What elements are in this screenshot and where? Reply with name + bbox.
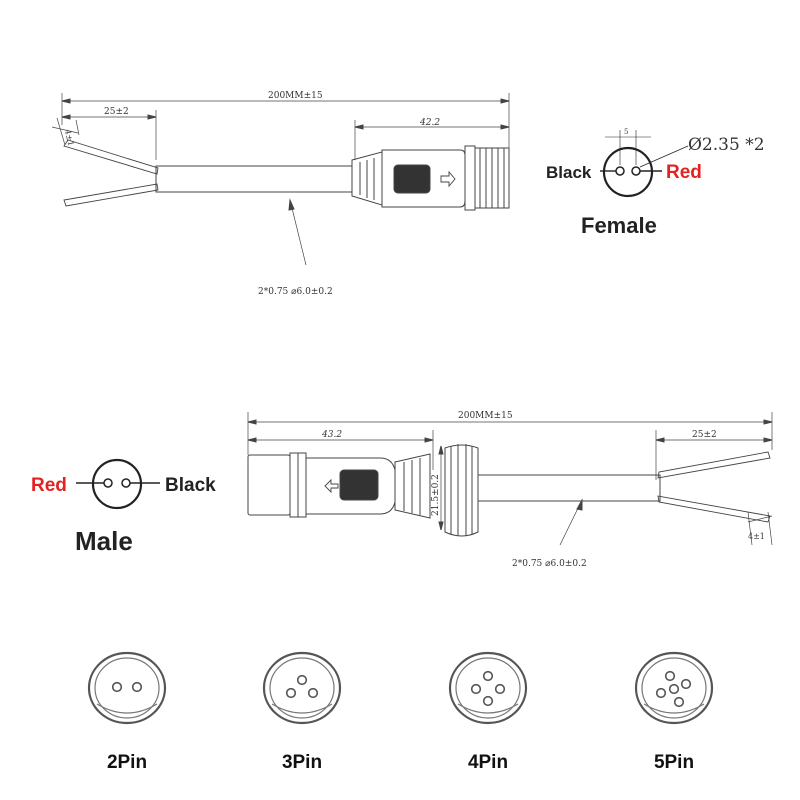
pin-variants: 2Pin 3Pin 4Pin 5Pin xyxy=(87,651,714,773)
pin-variant-label: 3Pin xyxy=(282,752,322,773)
pin-hole xyxy=(296,674,308,686)
pin-hole xyxy=(482,670,494,682)
pin-variant-3: 3Pin xyxy=(262,651,342,773)
pin-hole xyxy=(673,696,685,708)
male-cable-spec: 2*0.75 ⌀6.0±0.2 xyxy=(512,559,587,569)
female-face-diagram xyxy=(600,130,689,198)
female-tip-length: 4±1 xyxy=(63,129,75,147)
pin-hole xyxy=(470,683,482,695)
pin-variant-label: 2Pin xyxy=(107,752,147,773)
female-strip-length: 25±2 xyxy=(104,107,129,117)
male-cable-drawing xyxy=(247,412,773,546)
connector-key-arc xyxy=(457,703,519,714)
male-face-diagram xyxy=(76,458,160,510)
pin-variant-5: 5Pin xyxy=(634,651,714,773)
connector-key-arc xyxy=(271,703,333,714)
male-body-length: 43.2 xyxy=(321,430,342,440)
pin-hole xyxy=(664,670,676,682)
male-title: Male xyxy=(75,526,133,556)
male-nut-diameter: 21.5±0.2 xyxy=(431,474,441,516)
pin-hole xyxy=(668,683,680,695)
pin-hole xyxy=(680,678,692,690)
pin-hole xyxy=(494,683,506,695)
pin-variant-label: 4Pin xyxy=(468,752,508,773)
pin-variant-4: 4Pin xyxy=(448,651,528,773)
connector-inner-ring xyxy=(641,657,707,719)
connector-outer-ring xyxy=(634,651,714,725)
female-total-length: 200MM±15 xyxy=(268,91,323,101)
pin-hole xyxy=(131,681,143,693)
male-left-wire-label: Red xyxy=(31,475,67,496)
pin-hole xyxy=(482,695,494,707)
male-right-wire-label: Black xyxy=(165,475,216,496)
pin-variant-label: 5Pin xyxy=(654,752,694,773)
female-pin-diameter: Ø2.35 *2 xyxy=(688,135,765,155)
female-cable-drawing xyxy=(51,93,510,266)
female-cable-spec: 2*0.75 ⌀6.0±0.2 xyxy=(258,287,333,297)
male-tip-length: 4±1 xyxy=(748,532,765,541)
female-title: Female xyxy=(581,213,657,238)
pin-hole xyxy=(307,687,319,699)
female-body-length: 42.2 xyxy=(419,118,440,128)
female-right-wire-label: Red xyxy=(666,162,702,183)
pin-variant-2: 2Pin xyxy=(87,651,167,773)
pin-hole xyxy=(111,681,123,693)
connector-inner-ring xyxy=(94,657,160,719)
connector-outer-ring xyxy=(448,651,528,725)
female-pin-spacing: 5 xyxy=(624,128,628,136)
connector-outer-ring xyxy=(87,651,167,725)
connector-key-arc xyxy=(96,703,158,714)
connector-inner-ring xyxy=(455,657,521,719)
connector-key-arc xyxy=(643,703,705,714)
male-strip-length: 25±2 xyxy=(692,430,717,440)
male-total-length: 200MM±15 xyxy=(458,411,513,421)
pin-hole xyxy=(285,687,297,699)
connector-inner-ring xyxy=(269,657,335,719)
connector-outer-ring xyxy=(262,651,342,725)
pin-hole xyxy=(655,687,667,699)
female-left-wire-label: Black xyxy=(546,163,592,182)
